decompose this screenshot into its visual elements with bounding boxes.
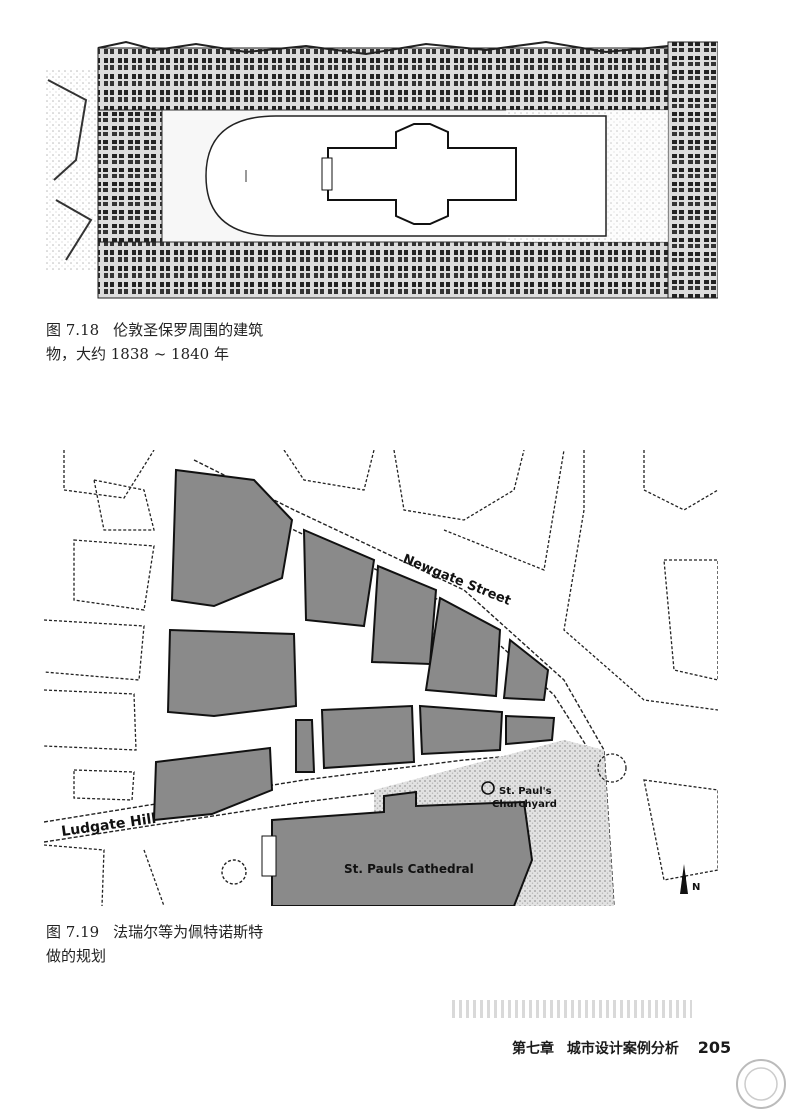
figure-7-18-caption-line2: 物，大约 1838 ~ 1840 年 <box>46 345 229 363</box>
block-central-east <box>418 704 504 756</box>
cathedral-label: St. Pauls Cathedral <box>344 862 474 876</box>
scan-smudge <box>452 1000 692 1018</box>
figure-7-18-caption-line1: 伦敦圣保罗周围的建筑 <box>113 321 264 339</box>
figure-7-18-caption: 图 7.18 伦敦圣保罗周围的建筑 物，大约 1838 ~ 1840 年 <box>46 318 306 366</box>
figure-7-18-number: 图 7.18 <box>46 321 100 339</box>
paternoster-plan-map: Newgate Street Ludgate Hill St. Paul's C… <box>44 450 718 906</box>
cathedral-footprint <box>271 790 534 906</box>
block-newgate-3 <box>424 596 502 698</box>
block-northwest <box>170 468 294 608</box>
page-footer: 第七章 城市设计案例分析 205 <box>512 1038 731 1058</box>
figure-7-19-caption-line1: 法瑞尔等为佩特诺斯特 <box>113 923 264 941</box>
figure-7-19-caption-line2: 做的规划 <box>46 947 107 965</box>
block-newgate-1 <box>302 528 376 628</box>
chapter-label: 第七章 <box>512 1041 554 1057</box>
figure-7-19-caption: 图 7.19 法瑞尔等为佩特诺斯特 做的规划 <box>46 920 306 968</box>
site-watermark-logo <box>736 1059 786 1109</box>
block-central-south <box>320 704 416 770</box>
figure-7-19-number: 图 7.19 <box>46 923 100 941</box>
churchyard-label-line1: St. Paul's <box>499 786 552 797</box>
page-number: 205 <box>697 1038 732 1057</box>
chapter-title: 城市设计案例分析 <box>566 1041 679 1057</box>
block-narrow <box>295 719 316 773</box>
north-arrow-icon <box>680 864 688 894</box>
block-east-small <box>505 714 556 746</box>
north-label: N <box>692 882 700 893</box>
churchyard-label-line2: Churchyard <box>492 799 557 810</box>
block-southwest <box>152 746 274 822</box>
block-west <box>166 628 298 718</box>
st-pauls-surroundings-engraving <box>46 40 718 299</box>
block-newgate-4 <box>502 638 550 702</box>
churchyard-marker <box>481 781 495 795</box>
